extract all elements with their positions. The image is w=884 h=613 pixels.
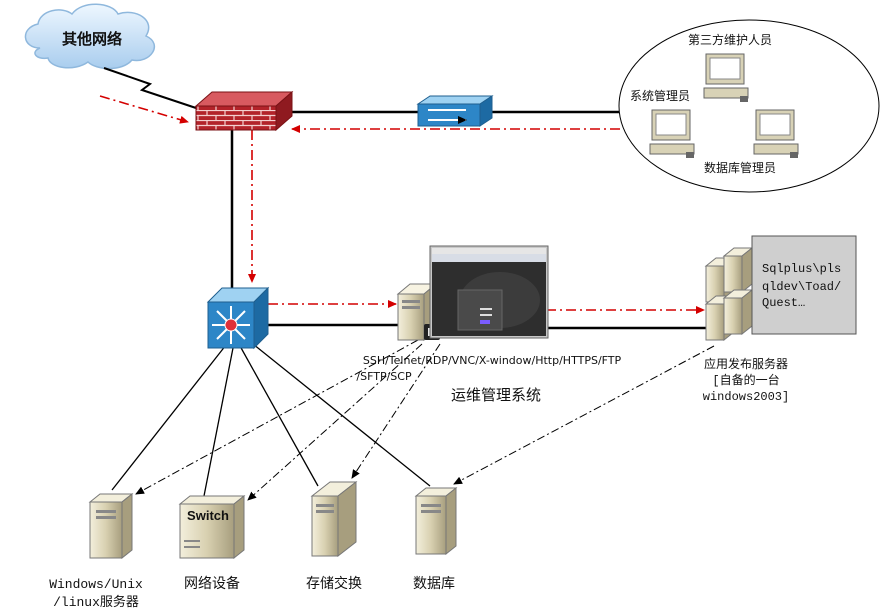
core-switch [206,286,270,350]
thin-links [111,339,431,497]
app-server-label-3: windows2003] [703,390,789,404]
storage-label: 存储交换 [306,575,362,592]
flow-appserver-database [453,345,715,485]
tools-line2: qldev\Toad/ [762,280,841,294]
ops-system-label: 运维管理系统 [451,386,541,404]
app-publish-server [704,246,754,342]
storage-switch [310,480,358,558]
black-flows [135,339,715,501]
link-core-storage [239,345,319,487]
ops-ui-screenshot [429,245,549,339]
cloud-label: 其他网络 [62,30,122,48]
network-device-label: 网络设备 [184,575,240,592]
app-server-label-1: 应用发布服务器 [704,356,788,371]
link-core-winserver [111,344,227,491]
link-core-database [247,339,431,487]
pc-icon-dba [753,109,799,158]
cloud-other-networks: 其他网络 [24,3,155,70]
access-switch [416,95,494,126]
database-label: 数据库 [413,576,455,592]
solid-links [230,110,706,330]
win-server-label-2: /linux服务器 [53,594,139,610]
label-sysadmin: 系统管理员 [630,88,690,103]
flow-bastion-storage [351,343,441,479]
pc-icon-third-party [703,53,749,102]
app-server-label-2: [自备的一台 [712,372,779,388]
windows-unix-server [88,492,134,560]
tools-line1: Sqlplus\pls [762,262,841,276]
label-third-party: 第三方维护人员 [688,32,772,47]
switch-text: Switch [187,508,229,523]
flow-cloud-firewall [99,95,189,124]
tools-panel: Sqlplus\pls qldev\Toad/ Quest… [751,235,857,335]
flow-bastion-netdevice [247,343,423,501]
flow-bastion-winserver [135,339,419,495]
tools-line3: Quest… [762,296,805,310]
protocols-line1: SSH/Telnet/RDP/VNC/X-window/Http/HTTPS/F… [363,354,622,367]
win-server-label-1: Windows/Unix [49,577,143,592]
firewall [194,90,294,132]
pc-icon-sysadmin [649,109,695,158]
database-server [414,486,458,556]
network-device: Switch [178,494,246,560]
label-dba: 数据库管理员 [704,160,776,175]
link-core-netdevice [203,347,234,497]
protocols-line2: /SFTP/SCP [356,370,412,383]
lightning-link [103,67,197,109]
red-flows [99,95,705,314]
